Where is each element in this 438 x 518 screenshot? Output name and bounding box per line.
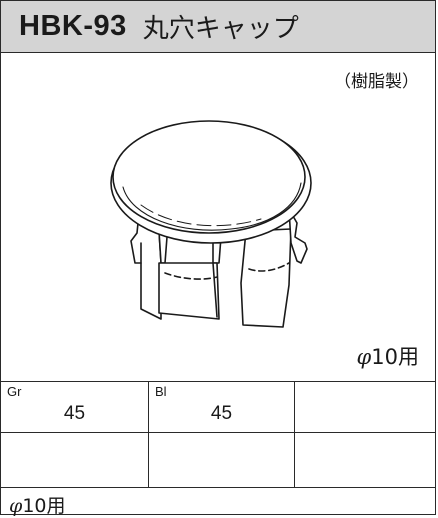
cell-label: Bl [155, 384, 167, 399]
product-name: 丸穴キャップ [142, 14, 299, 44]
cell-label: Gr [7, 384, 22, 399]
footer-size-row: φ10用 [1, 487, 435, 518]
footer-size-label: φ10用 [9, 491, 66, 518]
diameter-symbol: φ [9, 495, 23, 517]
color-stock-table: Gr 45 Bl 45 [1, 381, 435, 487]
cell-value: 45 [63, 403, 86, 424]
table-cell: Bl 45 [149, 382, 295, 432]
table-cell [149, 433, 295, 487]
diameter-symbol: φ [356, 345, 372, 369]
table-cell: Gr 45 [1, 382, 149, 432]
product-code: HBK-93 [19, 10, 127, 42]
table-cell [1, 433, 149, 487]
table-cell [295, 433, 435, 487]
size-text: 10用 [371, 345, 419, 369]
product-header: HBK-93 丸穴キャップ [1, 1, 435, 53]
material-note: （樹脂製） [334, 72, 419, 92]
table-row: Gr 45 Bl 45 [1, 382, 435, 433]
table-row [1, 433, 435, 487]
round-hole-cap-illustration [110, 120, 312, 328]
table-cell [295, 382, 435, 432]
footer-size-text: 10用 [22, 495, 66, 517]
cell-value: 45 [210, 403, 233, 424]
size-label: φ10用 [357, 341, 419, 371]
